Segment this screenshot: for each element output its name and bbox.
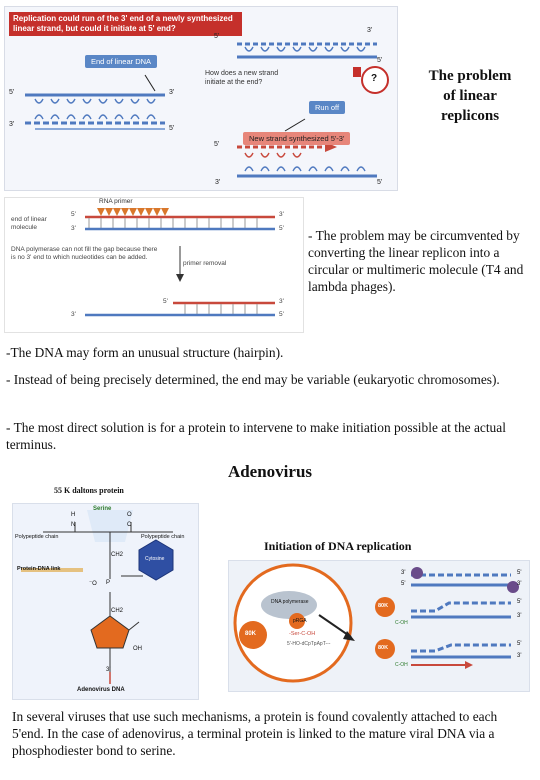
- title-line: of linear: [443, 88, 497, 104]
- prime-label: 5': [169, 125, 175, 132]
- variable-end-paragraph: - Instead of being precisely determined,…: [6, 372, 500, 387]
- figure-title-banner: Replication could run of the 3' end of a…: [9, 12, 242, 36]
- circularization-paragraph: - The problem may be circumvented by con…: [308, 228, 524, 294]
- replication-diagram: [25, 42, 389, 178]
- coh-label: C-OH: [395, 662, 408, 668]
- atom-c: C: [127, 522, 132, 528]
- end-of-linear-label: end of linear: [11, 216, 47, 223]
- prime-label: 5': [214, 33, 220, 40]
- prime-label: 3': [517, 613, 522, 619]
- prime-label: 5': [279, 311, 284, 318]
- prime-label: 5': [377, 179, 383, 186]
- three-prime-label: 3': [106, 667, 111, 673]
- polypeptide-left-label: Polypeptide chain: [15, 534, 59, 540]
- molecule-label: molecule: [11, 224, 38, 231]
- prime-label: 5': [214, 141, 220, 148]
- serine-label: Serine: [93, 506, 112, 512]
- prime-label: 3': [71, 311, 76, 318]
- atom-o: O: [127, 512, 132, 518]
- initiation-figure: DNA polymerase pRGA 80K -Ser-C-OH 5'-HO-…: [228, 560, 530, 692]
- protein-80k-label: 80K: [245, 631, 257, 637]
- atom-o-minus: ⁻O: [89, 581, 97, 587]
- initiation-diagram: [233, 563, 519, 683]
- adenovirus-dna-label: Adenovirus DNA: [77, 687, 125, 693]
- prime-label: 3': [401, 570, 406, 576]
- prime-label: 3': [169, 89, 175, 96]
- prime-label: 5': [517, 570, 522, 576]
- left-duplex: [25, 93, 165, 130]
- protein-80k-label: 80K: [378, 645, 389, 651]
- replication-end-figure: Replication could run of the 3' end of a…: [4, 6, 398, 191]
- top-duplex: [237, 42, 377, 59]
- polymerase-explanation: DNA polymerase can not fill the gap beca…: [11, 246, 158, 261]
- protein-dna-link-label: Protein-DNA link: [17, 566, 61, 572]
- title-line: The problem: [428, 68, 512, 84]
- run-off-label: Run off: [309, 101, 346, 114]
- prime-label: 3': [71, 225, 76, 232]
- atom-oh: OH: [133, 646, 142, 652]
- atom-ch2: CH2: [111, 608, 124, 614]
- end-of-linear-dna-label: End of linear DNA: [85, 55, 158, 68]
- prime-label: 3': [517, 653, 522, 659]
- prime-label: 5': [517, 641, 522, 647]
- prime-label: 5': [377, 57, 383, 64]
- primer-diagram: [85, 208, 275, 317]
- prime-label: 3': [9, 121, 15, 128]
- polypeptide-right-label: Polypeptide chain: [141, 534, 185, 540]
- prime-label: 3': [279, 298, 284, 305]
- prime-label: 3': [517, 581, 522, 587]
- title-line: replicons: [440, 108, 500, 124]
- prime-label: 5': [517, 599, 522, 605]
- protein-80k-label: 80K: [378, 603, 389, 609]
- question-text: How does a new strand initiate at the en…: [205, 70, 279, 86]
- prime-label: 3': [215, 179, 221, 186]
- terminal-protein-paragraph: In several viruses that use such mechani…: [12, 709, 498, 758]
- question-mark-icon: ?: [371, 73, 378, 84]
- sequence-label: 5'-HO-dCpTpApT---: [287, 641, 331, 647]
- protein-dna-link-figure: Serine Polypeptide chain Polypeptide cha…: [12, 503, 199, 700]
- adenovirus-heading: Adenovirus: [227, 462, 313, 481]
- coh-label: C-OH: [395, 620, 408, 626]
- atom-n: N: [71, 522, 76, 528]
- bottom-duplex: [237, 142, 377, 178]
- hairpin-paragraph: -The DNA may form an unusual structure (…: [6, 345, 284, 360]
- prime-label: 5': [401, 581, 406, 587]
- cytosine-label: Cytosine: [145, 556, 165, 562]
- protein-initiation-paragraph: - The most direct solution is for a prot…: [6, 420, 506, 452]
- prime-label: 5': [9, 89, 15, 96]
- primer-removal-label: primer removal: [183, 260, 227, 268]
- chemical-structure: [21, 510, 174, 684]
- prime-label: 3': [367, 27, 373, 34]
- page-title: The problem of linear replicons: [400, 66, 540, 126]
- atom-h: H: [71, 512, 76, 518]
- initiation-heading: Initiation of DNA replication: [264, 539, 412, 553]
- rna-primer-label: RNA primer: [99, 198, 133, 205]
- dna-polymerase-label: DNA polymerase: [271, 599, 309, 605]
- prime-label: 5': [71, 211, 76, 218]
- protein-size-label: 55 K daltons protein: [54, 486, 124, 495]
- prime-label: 5': [163, 298, 168, 305]
- prime-label: 5': [279, 225, 284, 232]
- prime-label: 3': [279, 211, 284, 218]
- primer-removal-figure: RNA primer end of linear molecule 5' 3' …: [4, 197, 304, 333]
- atom-p: P: [106, 580, 111, 586]
- prga-label: pRGA: [293, 618, 307, 624]
- question-circle: [361, 66, 389, 94]
- atom-ch2: CH2: [111, 552, 124, 558]
- new-strand-label: New strand synthesized 5'-3': [243, 132, 351, 145]
- ser-coh-label: -Ser-C-OH: [289, 631, 316, 637]
